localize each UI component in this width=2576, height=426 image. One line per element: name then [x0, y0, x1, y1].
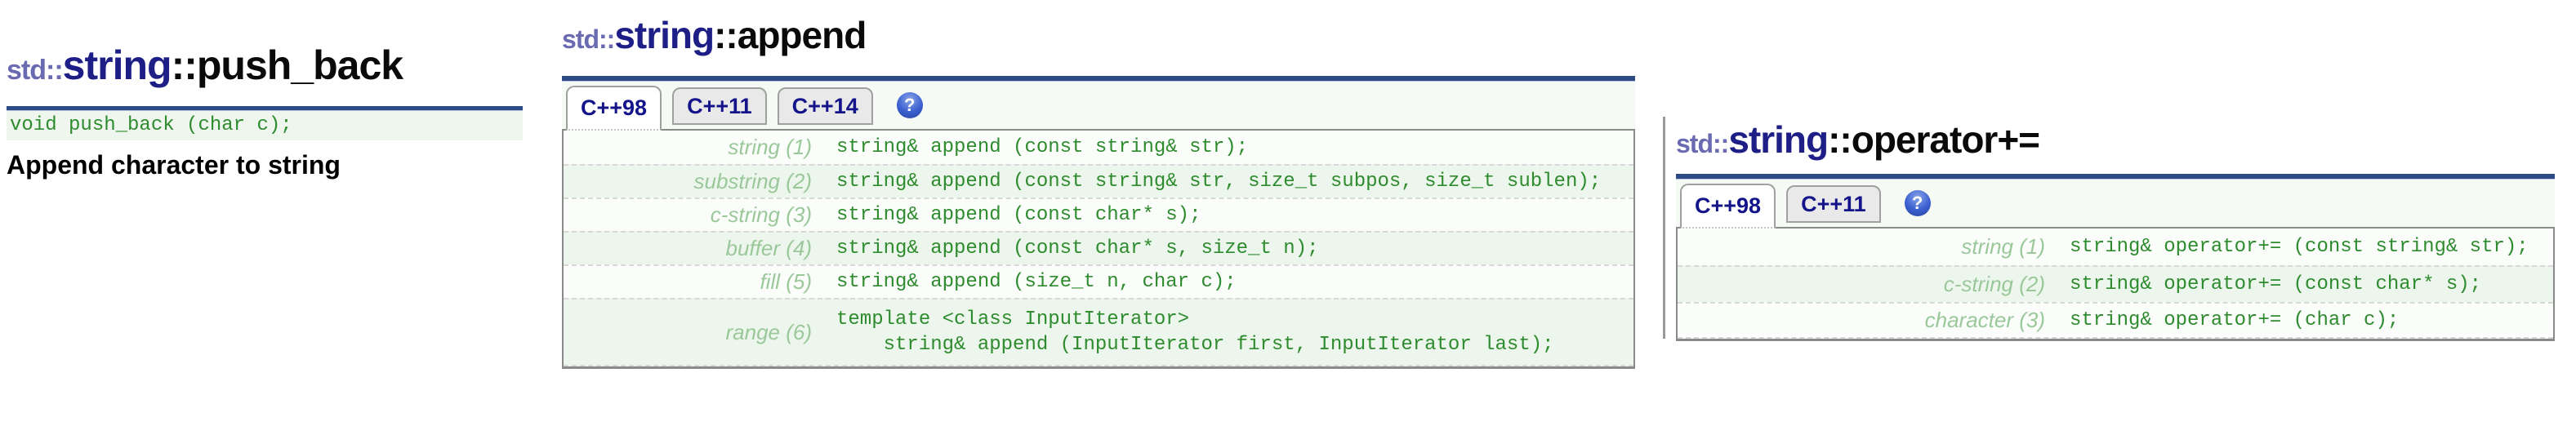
overload-code: string& append (size_t n, char c);	[836, 271, 1237, 293]
title-string-class-link[interactable]: string	[62, 42, 172, 88]
help-icon[interactable]: ?	[896, 92, 923, 118]
section-divider	[1663, 117, 1665, 339]
table-row: fill (5) string& append (size_t n, char …	[564, 264, 1633, 298]
overload-code: string& append (const string& str);	[836, 136, 1249, 158]
title-member-name: ::append	[714, 14, 867, 56]
table-row: range (6) template <class InputIterator>…	[564, 298, 1633, 366]
page-title-operator: std::string::operator+=	[1676, 119, 2555, 164]
table-row: string (1) string& operator+= (const str…	[1678, 229, 2553, 265]
short-description: Append character to string	[7, 150, 341, 180]
table-row: c-string (3) string& append (const char*…	[564, 197, 1633, 231]
overload-code: string& append (const string& str, size_…	[836, 171, 1602, 193]
overload-label: character (3)	[1924, 308, 2045, 332]
overload-label: substring (2)	[693, 169, 813, 193]
overload-code: string& append (const char* s);	[836, 204, 1201, 226]
section-push-back: std::string::push_back void push_back (c…	[7, 44, 523, 180]
overload-label: c-string (2)	[1943, 272, 2045, 296]
page-title-append: std::string::append	[562, 15, 1635, 60]
overload-code: string& operator+= (const char* s);	[2070, 273, 2482, 295]
table-row: string (1) string& append (const string&…	[564, 131, 1633, 164]
title-namespace: std::	[1676, 129, 1729, 158]
title-namespace: std::	[562, 24, 615, 54]
title-string-class-link[interactable]: string	[1728, 118, 1829, 161]
function-declaration: void push_back (char c);	[7, 111, 523, 140]
overload-label: buffer (4)	[725, 236, 813, 260]
table-row: character (3) string& operator+= (char c…	[1678, 302, 2553, 339]
help-icon[interactable]: ?	[1904, 190, 1931, 216]
overload-code: string& append (const char* s, size_t n)…	[836, 237, 1319, 260]
overload-code: string& operator+= (char c);	[2070, 309, 2400, 331]
title-member-name: ::push_back	[171, 42, 404, 88]
overload-label: c-string (3)	[710, 202, 812, 227]
table-row: c-string (2) string& operator+= (const c…	[1678, 265, 2553, 302]
title-namespace: std::	[7, 55, 64, 86]
overload-label: range (6)	[725, 319, 813, 344]
overload-label: string (1)	[1961, 234, 2045, 259]
prototype-table: string (1) string& append (const string&…	[562, 129, 1635, 369]
tab-cpp14[interactable]: C++14	[777, 87, 873, 125]
version-tabs: C++98 C++11 C++14 ?	[566, 86, 923, 131]
version-tabstrip: C++98 C++11 ?	[1676, 180, 2555, 229]
title-underline	[1676, 174, 2555, 180]
table-row: buffer (4) string& append (const char* s…	[564, 231, 1633, 264]
section-append: std::string::append C++98 C++11 C++14 ? …	[562, 15, 1635, 369]
version-tabstrip: C++98 C++11 C++14 ?	[562, 82, 1635, 131]
overload-label: string (1)	[728, 135, 812, 159]
page-title-push-back: std::string::push_back	[7, 44, 523, 91]
table-row: substring (2) string& append (const stri…	[564, 164, 1633, 197]
title-string-class-link[interactable]: string	[614, 14, 715, 56]
title-member-name: ::operator+=	[1828, 118, 2040, 161]
prototype-table: string (1) string& operator+= (const str…	[1676, 227, 2555, 341]
overload-label: fill (5)	[760, 269, 812, 294]
section-operator-plus-equals: std::string::operator+= C++98 C++11 ? st…	[1676, 119, 2555, 341]
tab-cpp11[interactable]: C++11	[672, 87, 767, 125]
overload-code: template <class InputIterator> string& a…	[836, 308, 1554, 356]
tab-cpp98[interactable]: C++98	[566, 86, 662, 131]
title-underline	[562, 76, 1635, 82]
version-tabs: C++98 C++11 ?	[1680, 184, 1931, 229]
tab-cpp98[interactable]: C++98	[1680, 184, 1776, 229]
overload-code: string& operator+= (const string& str);	[2070, 236, 2529, 258]
title-underline	[7, 106, 523, 111]
tab-cpp11[interactable]: C++11	[1786, 185, 1881, 223]
